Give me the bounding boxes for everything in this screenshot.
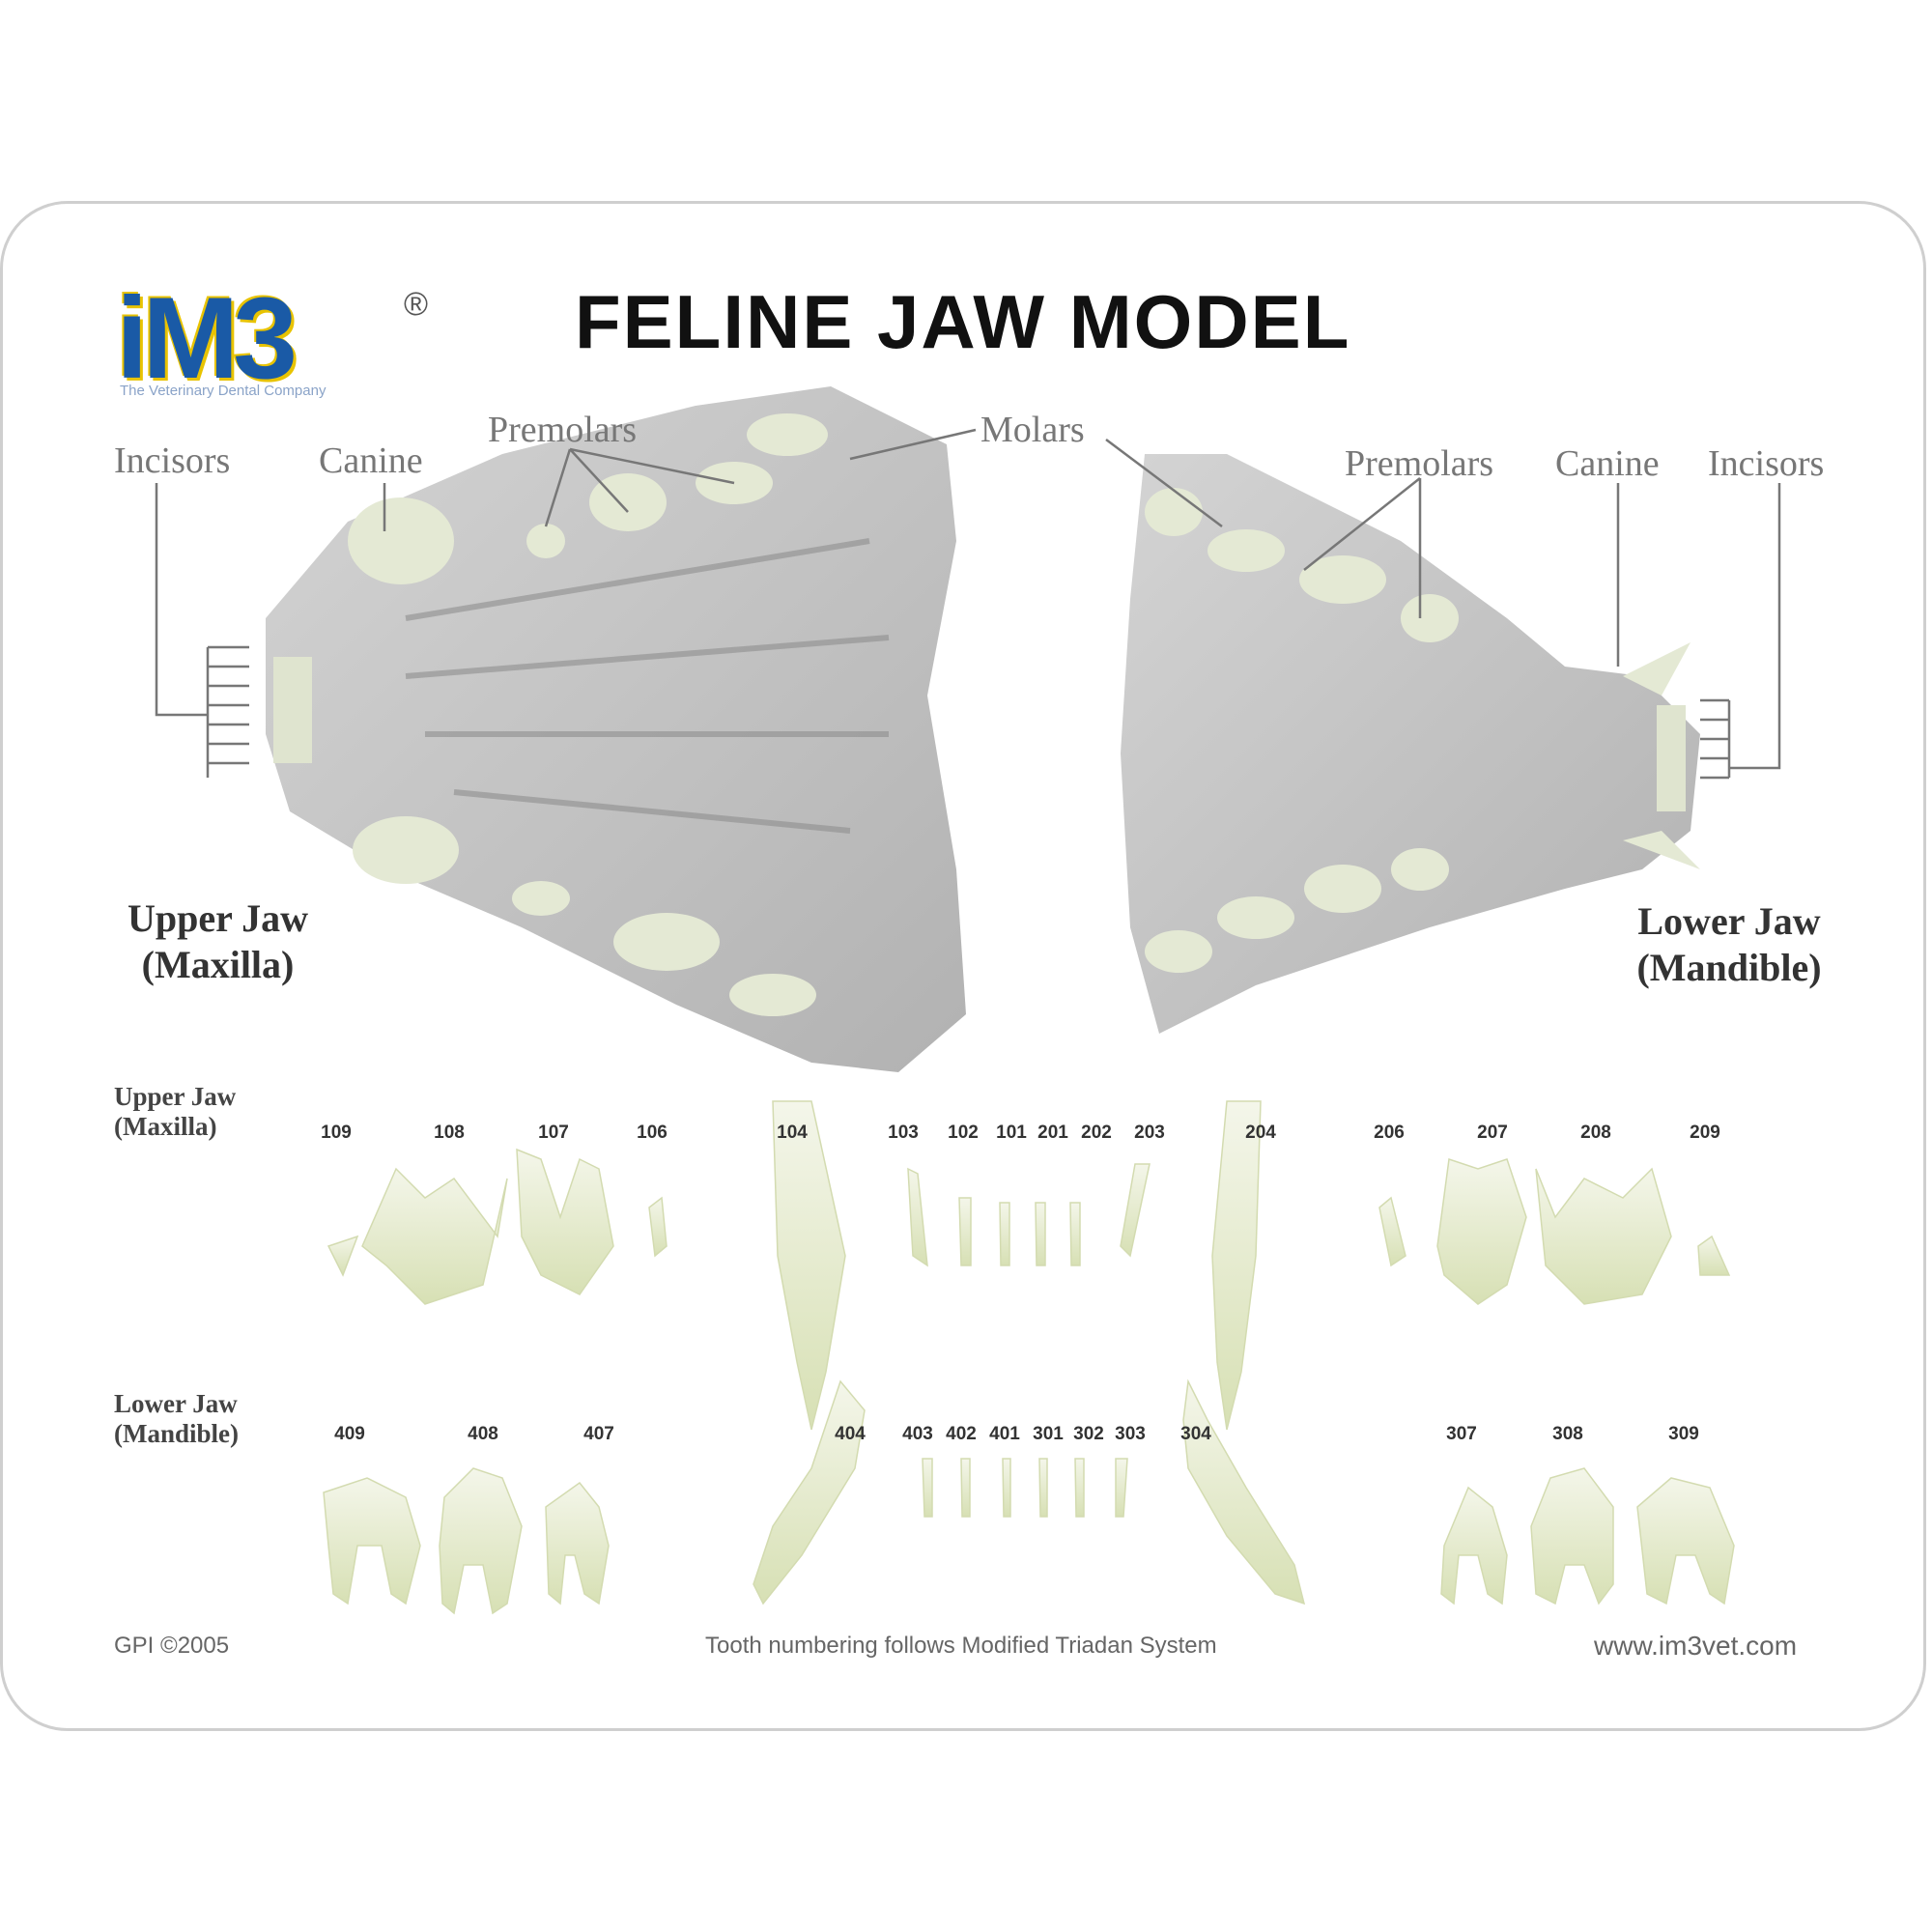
upper-row-heading: Upper Jaw (Maxilla) [114,1082,236,1142]
tooth-number: 103 [888,1122,919,1143]
tooth-number: 201 [1037,1122,1068,1143]
upper-row-heading-line1: Upper Jaw [114,1082,237,1111]
label-molars: Molars [980,410,1085,450]
tooth-number: 107 [538,1122,569,1143]
lower-row-heading: Lower Jaw (Mandible) [114,1389,239,1449]
upper-teeth-row [327,1100,1731,1431]
tooth-number: 408 [468,1424,498,1444]
tooth-number: 409 [334,1424,365,1444]
tooth-number: 401 [989,1424,1020,1444]
lower-jaw-heading-line2: (Mandible) [1636,946,1822,989]
tooth-number: 208 [1580,1122,1611,1143]
tooth-number: 102 [948,1122,979,1143]
tooth-number: 402 [946,1424,977,1444]
tooth-number: 307 [1446,1424,1477,1444]
lower-jaw-heading: Lower Jaw (Mandible) [1613,898,1845,991]
tooth-number: 204 [1245,1122,1276,1143]
tooth-number: 304 [1180,1424,1211,1444]
label-canine-upper: Canine [319,440,423,481]
label-incisors-upper: Incisors [114,440,231,481]
tooth-number: 309 [1668,1424,1699,1444]
tooth-number: 202 [1081,1122,1112,1143]
upper-row-heading-line2: (Maxilla) [114,1112,217,1142]
tooth-number: 302 [1073,1424,1104,1444]
tooth-number: 104 [777,1122,808,1143]
footer-note: Tooth numbering follows Modified Triadan… [705,1633,1217,1659]
label-canine-lower: Canine [1555,443,1660,484]
tooth-number: 407 [583,1424,614,1444]
tooth-number: 207 [1477,1122,1508,1143]
label-premolars-lower: Premolars [1345,443,1494,484]
upper-jaw-model [266,386,966,1072]
upper-jaw-heading-line1: Upper Jaw [127,896,309,940]
registered-mark: ® [404,286,429,323]
tooth-number: 109 [321,1122,352,1143]
lower-teeth-row [323,1378,1735,1615]
tooth-number: 301 [1033,1424,1064,1444]
tooth-number: 203 [1134,1122,1165,1143]
logo-tagline: The Veterinary Dental Company [120,383,327,399]
label-leader-lines [155,428,1781,780]
label-incisors-lower: Incisors [1708,443,1825,484]
label-premolars-upper: Premolars [488,410,638,450]
tooth-number: 303 [1115,1424,1146,1444]
lower-row-heading-line2: (Mandible) [114,1419,240,1449]
tooth-number: 209 [1690,1122,1720,1143]
footer-website[interactable]: www.im3vet.com [1594,1631,1798,1661]
upper-jaw-heading-line2: (Maxilla) [141,943,295,986]
tooth-number: 403 [902,1424,933,1444]
tooth-number: 404 [835,1424,866,1444]
page-title: FELINE JAW MODEL [575,279,1351,364]
tooth-number: 206 [1374,1122,1405,1143]
lower-jaw-heading-line1: Lower Jaw [1637,899,1821,943]
tooth-number: 308 [1552,1424,1583,1444]
lower-row-heading-line1: Lower Jaw [114,1389,238,1418]
footer-copyright: GPI ©2005 [114,1633,230,1659]
im3-logo: iM3 [116,273,298,403]
tooth-number: 101 [996,1122,1027,1143]
upper-jaw-heading: Upper Jaw (Maxilla) [114,895,322,988]
tooth-number: 108 [434,1122,465,1143]
tooth-number: 106 [637,1122,668,1143]
